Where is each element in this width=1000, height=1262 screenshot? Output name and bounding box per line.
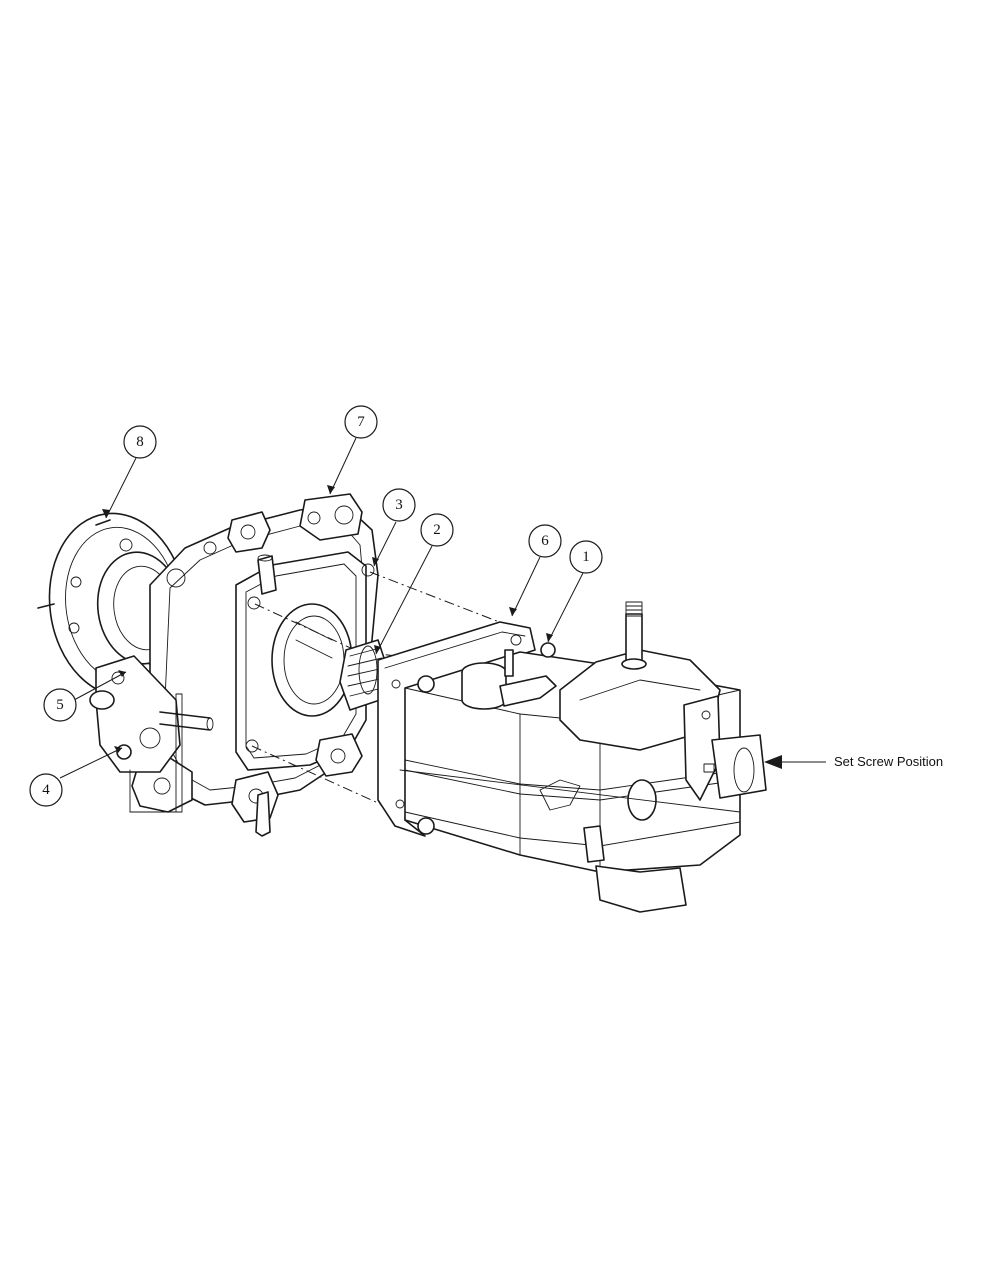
callout-3: 3 bbox=[372, 488, 416, 567]
hub-housing bbox=[131, 493, 379, 837]
callout-6-number: 6 bbox=[541, 533, 549, 549]
set-screw-label: Set Screw Position bbox=[834, 754, 943, 769]
callout-4-number: 4 bbox=[42, 782, 50, 798]
set-screw-annotation: Set Screw Position bbox=[764, 754, 943, 769]
callout-6: 6 bbox=[509, 524, 562, 617]
callout-4: 4 bbox=[29, 746, 123, 807]
callout-5: 5 bbox=[43, 670, 127, 722]
callout-7: 7 bbox=[327, 405, 378, 495]
pinion-gear bbox=[339, 639, 389, 711]
brake-arm bbox=[89, 655, 214, 813]
callout-5-number: 5 bbox=[56, 697, 64, 713]
set-screw-arrow-icon bbox=[764, 755, 782, 769]
transaxle-housing bbox=[377, 601, 767, 913]
callout-8-number: 8 bbox=[136, 434, 144, 450]
callout-2-number: 2 bbox=[433, 522, 441, 538]
callout-2: 2 bbox=[374, 513, 454, 655]
callout-1-number: 1 bbox=[582, 549, 590, 565]
callout-8: 8 bbox=[102, 425, 157, 519]
callout-7-number: 7 bbox=[357, 414, 365, 430]
callout-1: 1 bbox=[546, 540, 603, 643]
callout-3-number: 3 bbox=[395, 497, 403, 513]
